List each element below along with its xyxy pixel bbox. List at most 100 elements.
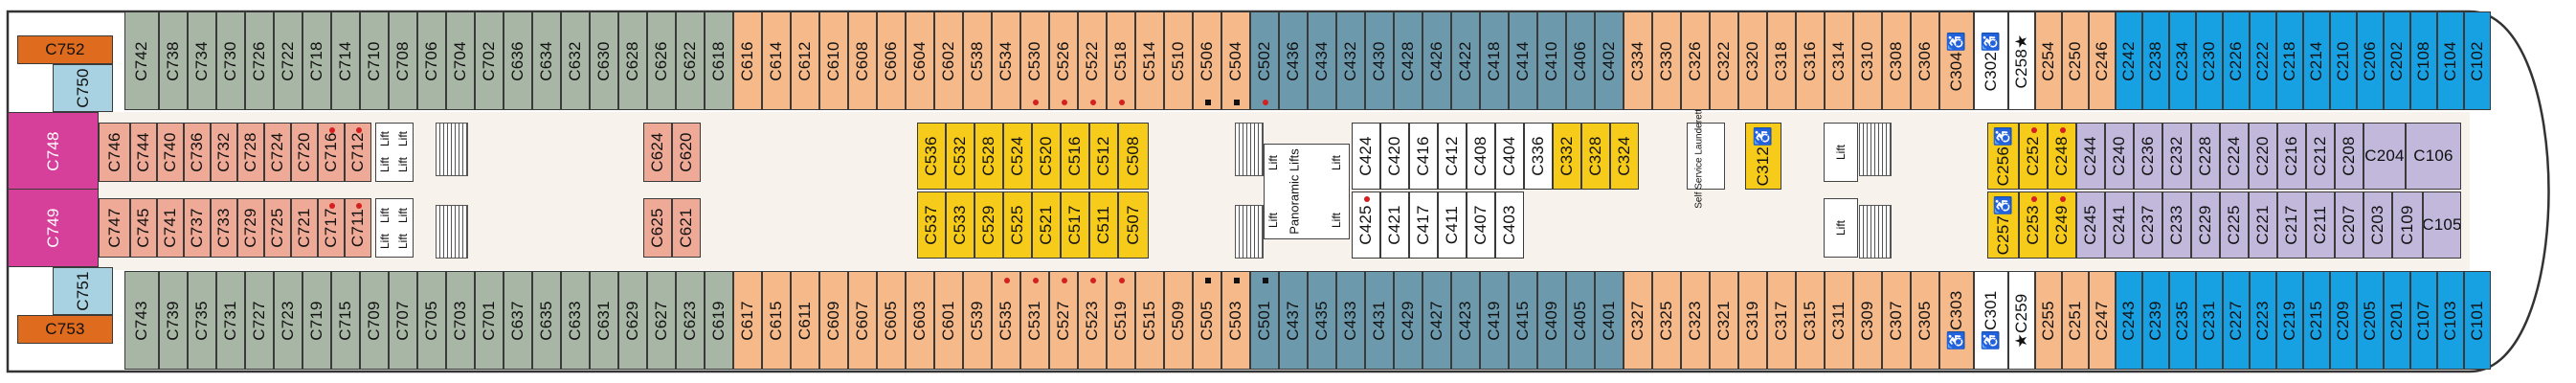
cabin[interactable]: C203 [2363, 192, 2392, 259]
cabin[interactable]: C234 [2169, 11, 2196, 110]
cabin[interactable]: C218 [2276, 11, 2303, 110]
cabin[interactable]: C325 [1652, 271, 1681, 370]
cabin[interactable]: C109 [2392, 192, 2423, 259]
cabin[interactable]: C523 [1078, 271, 1107, 370]
cabin[interactable]: ♿C303 [1939, 271, 1974, 370]
cabin[interactable]: C244 [2076, 123, 2105, 190]
cabin[interactable]: C529 [974, 192, 1003, 259]
cabin[interactable]: C602 [934, 11, 963, 110]
cabin[interactable]: C323 [1681, 271, 1710, 370]
cabin[interactable]: C108 [2410, 11, 2437, 110]
cabin[interactable]: C305 [1911, 271, 1939, 370]
cabin[interactable]: C320 [1738, 11, 1767, 110]
cabin[interactable]: C105 [2423, 192, 2461, 259]
cabin[interactable]: C407 [1467, 192, 1495, 259]
cabin[interactable]: C419 [1480, 271, 1509, 370]
cabin[interactable]: C601 [934, 271, 963, 370]
cabin[interactable]: C637 [504, 271, 532, 370]
cabin[interactable]: C209 [2330, 271, 2357, 370]
cabin[interactable]: C501 [1250, 271, 1279, 370]
cabin[interactable]: C609 [819, 271, 848, 370]
cabin[interactable]: C318 [1767, 11, 1796, 110]
cabin[interactable]: C610 [819, 11, 848, 110]
cabin[interactable]: C219 [2276, 271, 2303, 370]
cabin[interactable]: C246 [2089, 11, 2116, 110]
cabin[interactable]: C103 [2437, 271, 2464, 370]
cabin[interactable]: C506 [1193, 11, 1221, 110]
cabin[interactable]: C230 [2196, 11, 2223, 110]
cabin[interactable]: C212 [2306, 123, 2335, 190]
cabin[interactable]: C315 [1796, 271, 1825, 370]
cabin[interactable]: C324 [1610, 123, 1639, 190]
cabin[interactable]: C743 [124, 271, 159, 370]
cabin[interactable]: C741 [157, 198, 184, 258]
cabin[interactable]: C750 [53, 64, 113, 112]
cabin[interactable]: C509 [1164, 271, 1193, 370]
cabin[interactable]: C739 [159, 271, 188, 370]
cabin[interactable]: C503 [1221, 271, 1250, 370]
cabin[interactable]: C424 [1352, 123, 1380, 190]
cabin[interactable]: C630 [590, 11, 618, 110]
cabin[interactable]: C316 [1796, 11, 1825, 110]
cabin[interactable]: C433 [1336, 271, 1365, 370]
cabin[interactable]: C720 [291, 123, 318, 182]
cabin[interactable]: C719 [302, 271, 331, 370]
cabin[interactable]: C250 [2062, 11, 2089, 110]
cabin[interactable]: C304♿ [1939, 11, 1974, 110]
cabin[interactable]: C733 [211, 198, 237, 258]
cabin[interactable]: C726 [245, 11, 274, 110]
cabin[interactable]: C336 [1524, 123, 1553, 190]
cabin[interactable]: C703 [446, 271, 475, 370]
cabin[interactable]: C729 [237, 198, 264, 258]
cabin[interactable]: C402 [1595, 11, 1624, 110]
cabin[interactable]: C606 [877, 11, 906, 110]
cabin[interactable]: C616 [733, 11, 762, 110]
cabin[interactable]: C504 [1221, 11, 1250, 110]
cabin[interactable]: C632 [561, 11, 590, 110]
cabin[interactable]: C414 [1509, 11, 1537, 110]
cabin[interactable]: C408 [1467, 123, 1495, 190]
cabin[interactable]: C532 [946, 123, 974, 190]
cabin[interactable]: C724 [264, 123, 291, 182]
cabin[interactable]: C625 [643, 198, 672, 258]
cabin[interactable]: C527 [1049, 271, 1078, 370]
cabin[interactable]: C242 [2116, 11, 2142, 110]
cabin[interactable]: C252 [2019, 123, 2048, 190]
cabin[interactable]: C308 [1882, 11, 1911, 110]
cabin[interactable]: C201 [2384, 271, 2410, 370]
cabin[interactable]: C751 [53, 267, 113, 315]
cabin[interactable]: C207 [2335, 192, 2363, 259]
cabin[interactable]: C746 [99, 123, 130, 182]
cabin[interactable]: C753 [17, 315, 113, 344]
cabin[interactable]: C515 [1135, 271, 1164, 370]
cabin[interactable]: C740 [157, 123, 184, 182]
cabin[interactable]: C322 [1710, 11, 1738, 110]
cabin[interactable]: C618 [705, 11, 733, 110]
cabin[interactable]: C321 [1710, 271, 1738, 370]
cabin[interactable]: C507 [1118, 192, 1149, 259]
cabin[interactable]: C214 [2303, 11, 2330, 110]
cabin[interactable]: C620 [672, 123, 701, 182]
cabin[interactable]: C722 [274, 11, 302, 110]
cabin[interactable]: C412 [1438, 123, 1467, 190]
cabin[interactable]: C615 [762, 271, 791, 370]
cabin[interactable]: C708 [389, 11, 417, 110]
cabin[interactable]: C224 [2220, 123, 2249, 190]
cabin[interactable]: C404 [1495, 123, 1524, 190]
cabin[interactable]: C405 [1566, 271, 1595, 370]
cabin[interactable]: C327 [1624, 271, 1652, 370]
cabin[interactable]: C517 [1061, 192, 1089, 259]
cabin[interactable]: C422 [1451, 11, 1480, 110]
cabin[interactable]: C257♿ [1987, 192, 2019, 259]
cabin[interactable]: C403 [1495, 192, 1524, 259]
cabin[interactable]: C747 [99, 198, 130, 258]
cabin[interactable]: C223 [2250, 271, 2276, 370]
cabin[interactable]: C709 [360, 271, 389, 370]
cabin[interactable]: C239 [2142, 271, 2169, 370]
cabin[interactable]: C727 [245, 271, 274, 370]
cabin[interactable]: C534 [992, 11, 1020, 110]
cabin[interactable]: C622 [676, 11, 705, 110]
cabin[interactable]: C102 [2464, 11, 2491, 110]
cabin[interactable]: C416 [1409, 123, 1438, 190]
cabin[interactable]: C249 [2048, 192, 2076, 259]
